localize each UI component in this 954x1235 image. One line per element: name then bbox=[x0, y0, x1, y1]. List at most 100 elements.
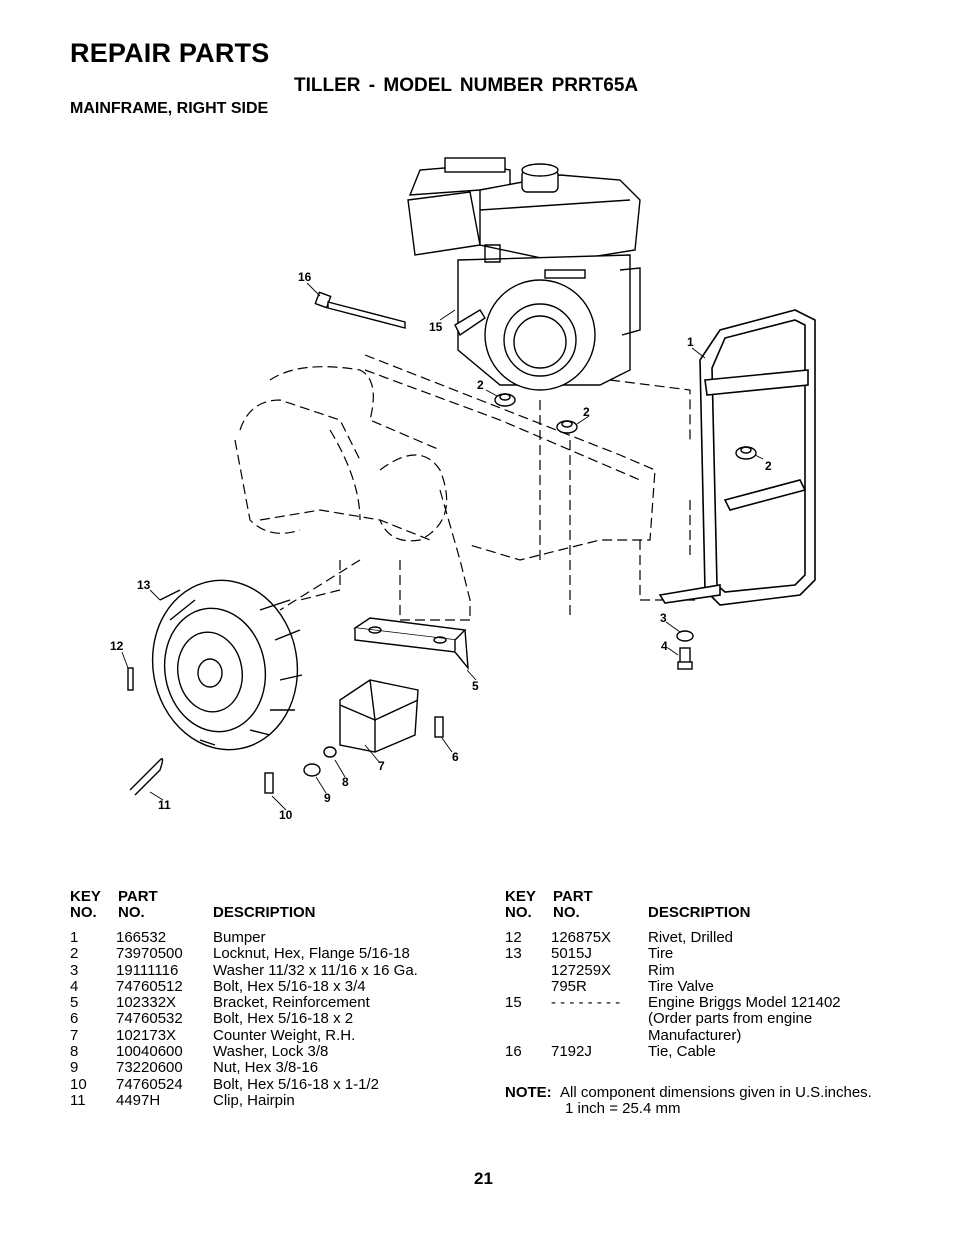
table-row: 4 74760512 Bolt, Hex 5/16-18 x 3/4 bbox=[70, 977, 470, 995]
callout-label: 10 bbox=[279, 808, 293, 822]
description-cell: Tie, Cable bbox=[648, 1043, 716, 1061]
mainframe-dashed-outline bbox=[234, 354, 700, 621]
description-cell: Nut, Hex 3/8-16 bbox=[213, 1059, 319, 1077]
col-header-part: NO. bbox=[118, 904, 145, 921]
col-header-description: DESCRIPTION bbox=[213, 904, 316, 921]
key-no-cell: 13 bbox=[505, 945, 522, 963]
bolt-6-illustration bbox=[434, 716, 444, 738]
rivet-illustration bbox=[127, 667, 134, 691]
description-cell: Bumper bbox=[213, 929, 266, 946]
hairpin-clip-illustration bbox=[129, 758, 164, 796]
part-no-cell: 5015J bbox=[551, 945, 592, 963]
part-no-cell: - - - - - - - - bbox=[551, 994, 621, 1012]
callout-label: 2 bbox=[583, 405, 590, 419]
leader-lines bbox=[121, 282, 764, 811]
part-no-cell: 126875X bbox=[551, 929, 612, 946]
note-line-2: 1 inch = 25.4 mm bbox=[565, 1100, 681, 1118]
description-cell: Tire Valve bbox=[648, 977, 714, 995]
bolt-illustration bbox=[677, 647, 693, 670]
table-row: 127259X Rim bbox=[505, 961, 905, 979]
part-no-cell: 102332X bbox=[116, 994, 177, 1012]
callout-label: 11 bbox=[158, 798, 171, 812]
note-line-1: All component dimensions given in U.S.in… bbox=[560, 1084, 872, 1101]
bumper-illustration bbox=[658, 309, 816, 606]
cable-tie-illustration bbox=[314, 291, 406, 329]
key-no-cell: 11 bbox=[70, 1091, 86, 1109]
col-header-key: KEY bbox=[505, 888, 536, 905]
col-header-part: PART bbox=[553, 888, 593, 905]
part-no-cell: 74760512 bbox=[116, 977, 183, 995]
key-no-cell: 12 bbox=[505, 929, 522, 946]
parts-table-right: KEY NO. PART NO. DESCRIPTION 12 126875X Ri… bbox=[505, 888, 905, 1061]
description-cell: Washer 11/32 x 11/16 x 16 Ga. bbox=[213, 961, 418, 979]
key-no-cell: 3 bbox=[70, 961, 79, 979]
part-no-cell: 166532 bbox=[116, 929, 167, 946]
callout-label: 2 bbox=[477, 378, 484, 392]
part-no-cell: 7192J bbox=[551, 1043, 592, 1061]
washer-illustration bbox=[676, 630, 694, 642]
exploded-parts-diagram: 16 15 1 2 2 2 13 12 3 4 5 6 7 8 9 10 11 bbox=[110, 157, 816, 822]
description-cell: Counter Weight, R.H. bbox=[213, 1026, 356, 1044]
model-subtitle: TILLER - MODEL NUMBER PRRT65A bbox=[294, 75, 639, 96]
col-header-description: DESCRIPTION bbox=[648, 904, 751, 921]
description-cell: Rim bbox=[648, 961, 675, 979]
table-row: 16 7192J Tie, Cable bbox=[505, 1043, 905, 1061]
callout-label: 15 bbox=[429, 320, 443, 334]
part-no-cell: 73220600 bbox=[116, 1059, 183, 1077]
callout-label: 12 bbox=[110, 639, 124, 653]
description-cell: Tire bbox=[648, 945, 674, 963]
key-no-cell: 6 bbox=[70, 1010, 79, 1028]
part-no-cell: 73970500 bbox=[116, 945, 183, 963]
description-cell: Rivet, Drilled bbox=[648, 929, 734, 946]
key-no-cell: 4 bbox=[70, 977, 79, 995]
table-row: 12 126875X Rivet, Drilled bbox=[505, 929, 905, 946]
engine-illustration bbox=[407, 157, 641, 391]
part-no-cell: 795R bbox=[551, 977, 587, 995]
callout-label: 3 bbox=[660, 611, 667, 625]
lock-washer-illustration bbox=[323, 746, 337, 758]
part-no-cell: 74760532 bbox=[116, 1010, 183, 1028]
table-row: (Order parts from engine bbox=[505, 1010, 905, 1028]
key-no-cell: 15 bbox=[505, 994, 522, 1012]
key-no-cell: 5 bbox=[70, 994, 79, 1012]
part-no-cell: 74760524 bbox=[116, 1075, 183, 1093]
page-title: REPAIR PARTS bbox=[70, 38, 270, 68]
description-cell: Bolt, Hex 5/16-18 x 3/4 bbox=[213, 977, 366, 995]
table-row: 6 74760532 Bolt, Hex 5/16-18 x 2 bbox=[70, 1010, 470, 1028]
callout-label: 4 bbox=[661, 639, 668, 653]
key-no-cell: 9 bbox=[70, 1059, 79, 1077]
col-header-key: NO. bbox=[70, 904, 97, 921]
part-no-cell: 4497H bbox=[116, 1091, 161, 1109]
part-no-cell: 102173X bbox=[116, 1026, 177, 1044]
callout-label: 16 bbox=[298, 270, 312, 284]
section-heading: MAINFRAME, RIGHT SIDE bbox=[70, 100, 269, 117]
key-no-cell: 1 bbox=[70, 929, 79, 946]
description-cell: (Order parts from engine bbox=[648, 1010, 813, 1028]
description-cell: Washer, Lock 3/8 bbox=[213, 1043, 329, 1061]
col-header-key: NO. bbox=[505, 904, 532, 921]
part-no-cell: 127259X bbox=[551, 961, 612, 979]
page-number: 21 bbox=[474, 1169, 493, 1188]
key-no-cell: 8 bbox=[70, 1043, 79, 1061]
key-no-cell: 10 bbox=[70, 1075, 87, 1093]
tire-wheel-illustration bbox=[151, 579, 303, 751]
callout-label: 6 bbox=[452, 750, 459, 764]
table-row: 15- - - - - - - -Engine Briggs Model 121… bbox=[505, 994, 905, 1012]
hex-nut-illustration bbox=[303, 763, 321, 777]
col-header-part: NO. bbox=[553, 904, 580, 921]
part-no-cell: 19111116 bbox=[116, 961, 179, 979]
key-no-cell: 16 bbox=[505, 1043, 522, 1061]
callout-label: 7 bbox=[378, 759, 385, 773]
counter-weight-illustration bbox=[339, 679, 419, 753]
table-row: 9 73220600 Nut, Hex 3/8-16 bbox=[70, 1059, 470, 1077]
description-cell: Bolt, Hex 5/16-18 x 2 bbox=[213, 1010, 354, 1028]
note-block: NOTE: All component dimensions given in … bbox=[505, 1084, 872, 1118]
callout-label: 1 bbox=[687, 335, 694, 349]
callout-label: 8 bbox=[342, 775, 349, 789]
